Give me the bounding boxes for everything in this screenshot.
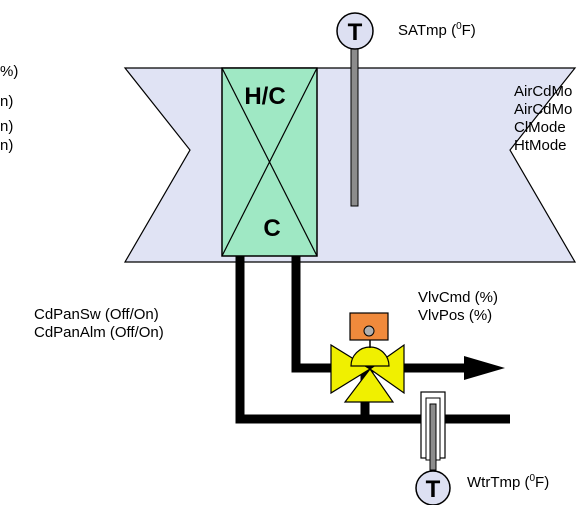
valve-body: [330, 343, 372, 395]
sensor-probe: [429, 403, 437, 471]
valve-bonnet: [350, 346, 390, 367]
temp-sensor-icon: [336, 12, 374, 50]
return-pipe: [291, 256, 470, 373]
flow-arrow-icon: [464, 356, 505, 380]
left-point-label: n): [0, 118, 13, 135]
sensor-probe: [350, 45, 359, 207]
air-duct: [123, 67, 577, 263]
left-point-label: %): [0, 63, 18, 80]
coil-panel-switch-label: CdPanSw (Off/On): [34, 306, 159, 323]
right-point-label: HtMode: [514, 137, 567, 154]
valve-body: [343, 367, 395, 403]
coil-panel-alarm-label: CdPanAlm (Off/On): [34, 324, 164, 341]
temp-sensor-symbol: T: [426, 476, 441, 503]
temp-sensor-symbol: T: [348, 19, 363, 46]
left-point-label: n): [0, 137, 13, 154]
supply-air-temp-label: SATmp (0F): [398, 21, 476, 39]
valve-command-label: VlvCmd (%): [418, 289, 498, 306]
three-way-valve: [330, 312, 405, 403]
coil-bottom-label: C: [263, 215, 280, 242]
right-point-label: ClMode: [514, 119, 566, 136]
left-point-label: n): [0, 93, 13, 110]
right-point-label: AirCdMo: [514, 83, 572, 100]
coil-cross-line: [221, 67, 318, 257]
left-point-list: %) n) n) n): [0, 63, 18, 154]
temp-sensor-icon: [415, 470, 451, 505]
actuator-indicator-icon: [363, 325, 375, 337]
water-temp-well: [420, 391, 446, 471]
right-point-list: AirCdMo AirCdMo ClMode HtMode: [514, 83, 572, 154]
valve-position-label: VlvPos (%): [418, 307, 492, 324]
right-point-label: AirCdMo: [514, 101, 572, 118]
supply-pipe: [235, 256, 510, 424]
coil-top-label: H/C: [244, 83, 285, 110]
water-temp-label: WtrTmp (0F): [467, 473, 549, 491]
